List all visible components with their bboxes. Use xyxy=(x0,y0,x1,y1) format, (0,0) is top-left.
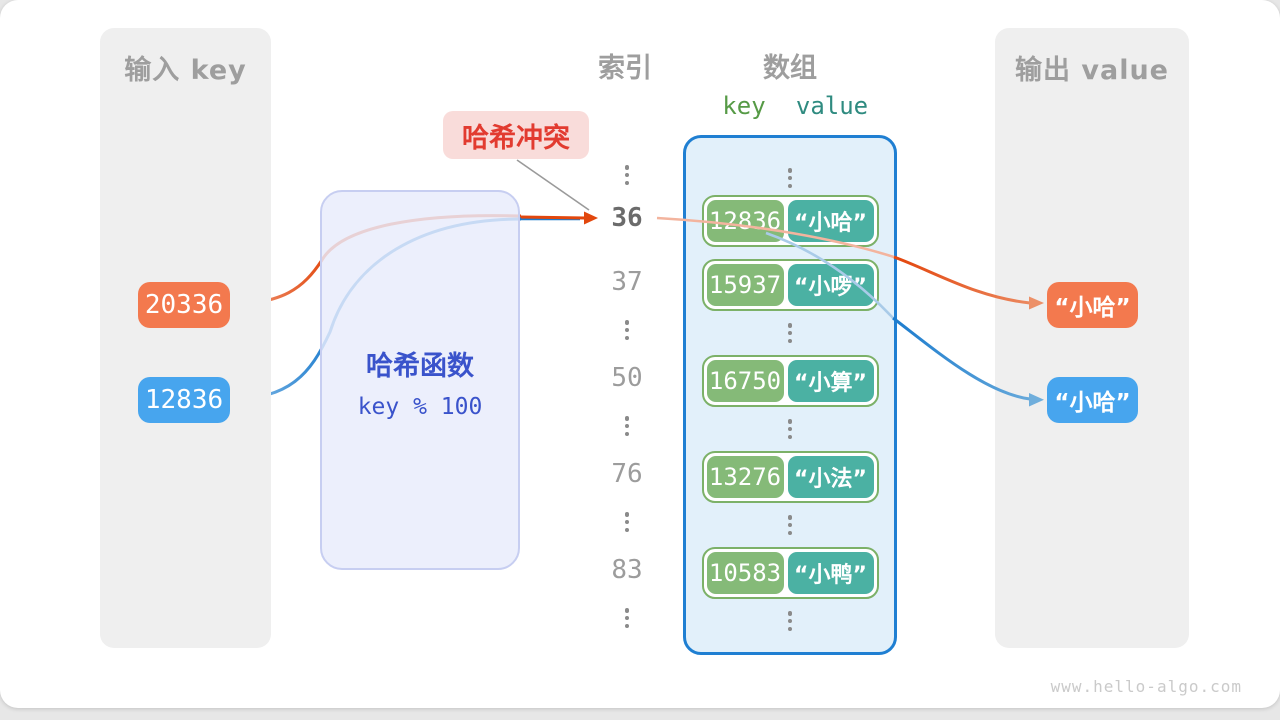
ellipsis-dots xyxy=(780,323,800,343)
array-panel: 12836“小哈”15937“小啰”16750“小算”13276“小法”1058… xyxy=(683,135,897,655)
array-bucket-pair: 12836“小哈” xyxy=(701,195,879,247)
input-key-20336: 20336 xyxy=(138,282,230,328)
ellipsis-dots xyxy=(617,512,637,532)
index-value: 50 xyxy=(611,363,643,393)
bucket-value: “小哈” xyxy=(787,200,874,242)
bucket-value: “小算” xyxy=(787,360,874,402)
array-bucket-pair: 13276“小法” xyxy=(701,451,879,503)
bucket-value: “小鸭” xyxy=(787,552,874,594)
bucket-key: 13276 xyxy=(706,456,784,498)
ellipsis-dots xyxy=(617,608,637,628)
bucket-value: “小法” xyxy=(787,456,874,498)
bucket-value: “小啰” xyxy=(787,264,874,306)
ellipsis-dots xyxy=(617,165,637,185)
bucket-key: 16750 xyxy=(706,360,784,402)
input-panel-title: 输入 key xyxy=(124,55,247,86)
ellipsis-dots xyxy=(780,515,800,535)
hash-function-formula: key % 100 xyxy=(357,394,483,420)
input-panel: 输入 key xyxy=(100,28,271,648)
index-value: 83 xyxy=(611,555,643,585)
array-bucket-pair: 15937“小啰” xyxy=(701,259,879,311)
array-bucket-pair: 10583“小鸭” xyxy=(701,547,879,599)
output-panel-title: 输出 value xyxy=(1014,55,1169,86)
ellipsis-dots xyxy=(780,611,800,631)
watermark: www.hello-algo.com xyxy=(1050,677,1242,696)
bucket-key: 10583 xyxy=(706,552,784,594)
index-value: 76 xyxy=(611,459,643,489)
array-bucket-pair: 16750“小算” xyxy=(701,355,879,407)
array-column-header: 数组 xyxy=(763,53,817,84)
bucket-key: 12836 xyxy=(706,200,784,242)
ellipsis-dots xyxy=(617,320,637,340)
ellipsis-dots xyxy=(780,419,800,439)
ellipsis-dots xyxy=(780,168,800,188)
value-header: value xyxy=(795,92,869,120)
key-header: key xyxy=(722,92,766,120)
index-column-header: 索引 xyxy=(598,53,652,84)
output-panel: 输出 value xyxy=(995,28,1189,648)
index-value-highlighted: 36 xyxy=(611,203,643,233)
hash-function-box: 哈希函数 key % 100 xyxy=(320,190,520,570)
array-stack: 12836“小哈”15937“小啰”16750“小算”13276“小法”1058… xyxy=(686,168,894,682)
ellipsis-dots xyxy=(617,416,637,436)
index-stack: 36 37 50 76 83 xyxy=(592,135,662,628)
output-value-blue: “小哈” xyxy=(1047,377,1138,423)
hash-collision-label: 哈希冲突 xyxy=(443,111,589,159)
hash-function-title: 哈希函数 xyxy=(366,351,474,382)
collision-pointer-line xyxy=(516,159,590,211)
arrow-orange-to-index xyxy=(520,215,586,220)
index-value: 37 xyxy=(611,267,643,297)
output-value-orange: “小哈” xyxy=(1047,282,1138,328)
input-key-12836: 12836 xyxy=(138,377,230,423)
bucket-key: 15937 xyxy=(706,264,784,306)
